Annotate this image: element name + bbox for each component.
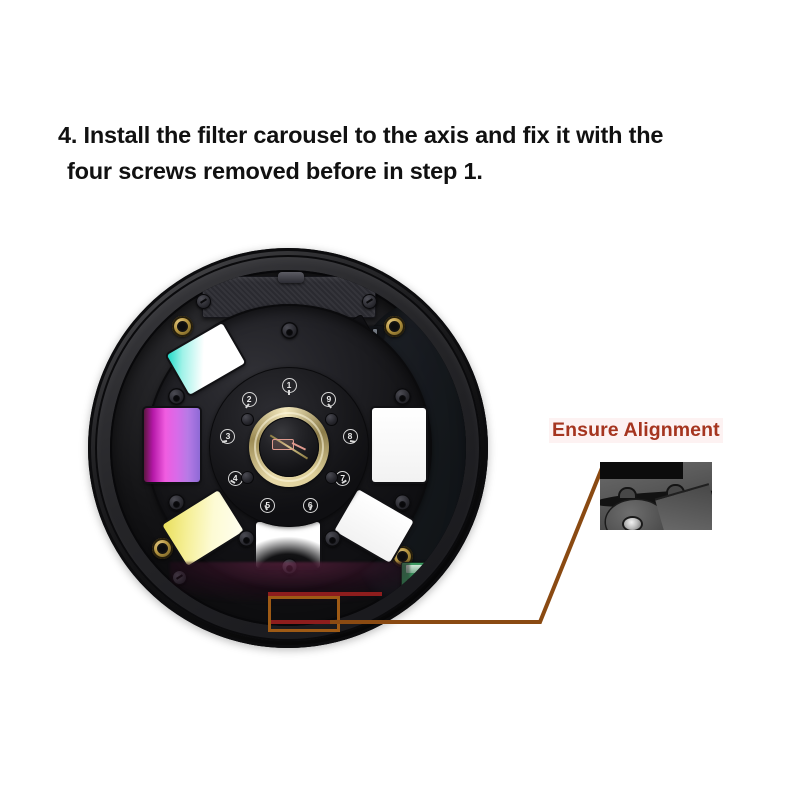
inset-dark-bar xyxy=(600,462,683,479)
bracket-screw-right xyxy=(362,294,377,309)
hub-screw xyxy=(324,412,338,426)
product-photo: 123456789 xyxy=(88,248,498,658)
position-marker-9: 9 xyxy=(321,392,337,409)
marker-ring xyxy=(260,497,276,513)
gold-retaining-ring xyxy=(249,407,329,487)
carousel-screw xyxy=(167,493,185,511)
marker-tail xyxy=(349,439,355,443)
mounting-boss-right xyxy=(384,316,405,337)
position-marker-6: 6 xyxy=(302,497,318,513)
carousel-screw xyxy=(280,321,298,339)
marker-ring xyxy=(241,392,257,407)
instruction-line-2: four screws removed before in step 1. xyxy=(67,157,483,184)
instruction-line-1: 4. Install the filter carousel to the ax… xyxy=(58,122,664,148)
filter-slot-magenta xyxy=(144,408,200,482)
marker-ring xyxy=(302,497,318,513)
inset-bracket-edge xyxy=(654,483,712,530)
marker-number: 3 xyxy=(225,430,231,441)
bracket-nub xyxy=(278,272,304,283)
marker-ring xyxy=(342,428,358,444)
cap-shaft xyxy=(269,434,309,460)
housing-interior: 123456789 xyxy=(110,270,466,626)
instruction-text: 4. Install the filter carousel to the ax… xyxy=(58,118,748,189)
marker-number: 9 xyxy=(326,394,332,404)
bracket-screw-left xyxy=(196,294,211,309)
position-marker-1: 1 xyxy=(281,377,297,395)
marker-tail xyxy=(287,389,290,395)
alignment-callout-box xyxy=(268,596,340,632)
ensure-alignment-label: Ensure Alignment xyxy=(549,418,723,443)
carousel-screw xyxy=(393,387,411,405)
carousel-hub: 123456789 xyxy=(209,367,369,527)
inset-alignment-screw xyxy=(624,518,641,530)
marker-number: 8 xyxy=(347,430,353,441)
filter-slot-white-1 xyxy=(372,408,426,482)
position-marker-2: 2 xyxy=(241,392,257,409)
marker-number: 4 xyxy=(232,472,238,483)
marker-number: 2 xyxy=(246,394,252,404)
hub-screw xyxy=(240,412,254,426)
mounting-boss-bottom-left xyxy=(152,538,173,559)
alignment-detail-inset xyxy=(600,462,712,530)
position-marker-8: 8 xyxy=(342,428,358,444)
camera-housing: 123456789 xyxy=(88,248,488,648)
position-marker-3: 3 xyxy=(220,428,236,444)
position-marker-5: 5 xyxy=(260,497,276,513)
marker-number: 1 xyxy=(286,379,292,390)
carousel-screw xyxy=(393,493,411,511)
mounting-boss-left xyxy=(172,316,193,337)
terminal-port xyxy=(423,578,434,589)
filter-carousel[interactable]: 123456789 xyxy=(144,304,432,590)
hub-screw xyxy=(240,470,254,484)
carousel-screw xyxy=(237,529,255,547)
inset-bump xyxy=(618,487,637,498)
marker-ring xyxy=(220,428,236,444)
carousel-screw xyxy=(167,387,185,405)
center-cap xyxy=(259,417,319,477)
carousel-screw xyxy=(323,529,341,547)
screwdriver-icon xyxy=(272,439,294,450)
callout-bar-top xyxy=(268,592,382,596)
hub-screw xyxy=(324,470,338,484)
marker-number: 5 xyxy=(265,499,271,510)
